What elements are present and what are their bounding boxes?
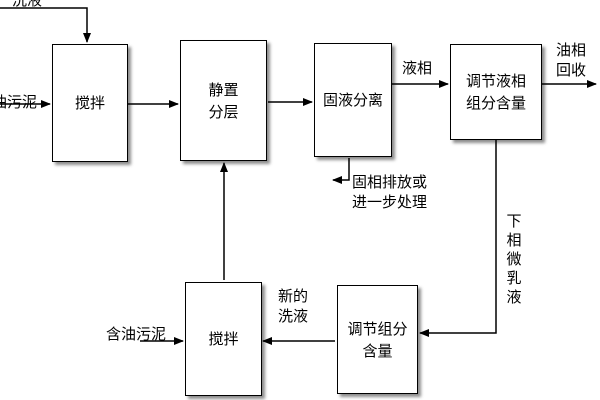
stir-box-bottom-label: 搅拌 <box>208 330 239 348</box>
oily-sludge-label-top: 油污泥 <box>0 93 38 111</box>
adjust-component-box: 调节组分 含量 <box>337 285 418 394</box>
adjust-component-box-label: 调节组分 含量 <box>347 319 408 360</box>
arrow-microemulsion-loop <box>419 140 497 337</box>
stir-box-top: 搅拌 <box>52 44 128 162</box>
oil-phase-recovery-label: 油相 回收 <box>556 41 587 79</box>
stir-box-bottom: 搅拌 <box>185 282 262 396</box>
separation-box-label: 固液分离 <box>322 91 383 109</box>
wash-liquid-label: 洗液 <box>12 0 43 9</box>
solid-discharge-label: 固相排放或 进一步处理 <box>352 173 428 211</box>
adjust-liquid-box: 调节液相 组分含量 <box>450 44 542 140</box>
settle-box-label: 静置 分层 <box>208 80 239 121</box>
settle-box: 静置 分层 <box>180 40 267 161</box>
adjust-liquid-box-label: 调节液相 组分含量 <box>465 72 526 112</box>
arrow-solid-discharge <box>332 158 350 184</box>
liquid-phase-label: 液相 <box>402 59 433 77</box>
new-wash-liquid-label: 新的 洗液 <box>278 287 309 325</box>
arrow-wash-to-stir <box>0 7 91 43</box>
oily-sludge-label-bottom: 含油污泥 <box>106 325 167 343</box>
lower-microemulsion-label: 下相微乳液 <box>506 212 522 306</box>
solid-liquid-separation-box: 固液分离 <box>314 43 392 157</box>
stir-box-top-label: 搅拌 <box>74 94 105 112</box>
